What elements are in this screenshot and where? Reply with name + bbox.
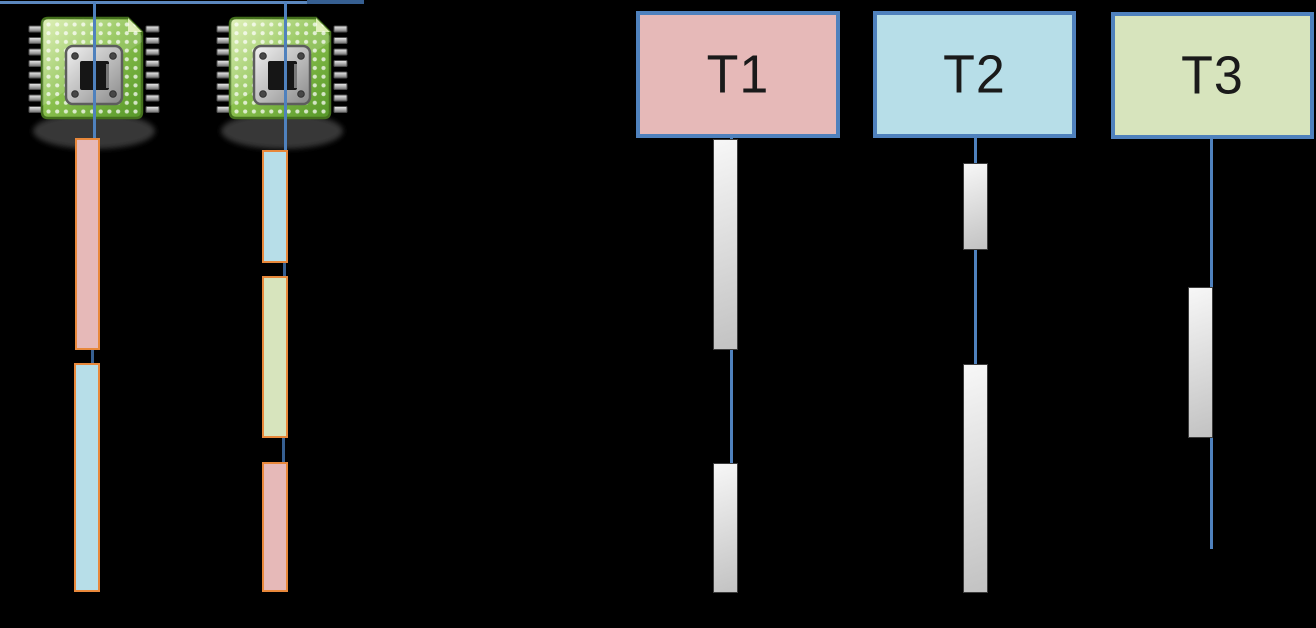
- cpu-1-segment-t2: [74, 363, 100, 592]
- thread-t3-exec-bar: [1188, 287, 1213, 438]
- cpu-bus-line-dark-segment: [307, 0, 364, 4]
- thread-box-t1: T1: [636, 11, 840, 138]
- thread-t2-exec-bar: [963, 163, 988, 250]
- thread-label-t2: T2: [943, 44, 1006, 105]
- cpu-2-segment-t2: [262, 150, 288, 263]
- thread-label-t1: T1: [706, 44, 770, 105]
- thread-t1-exec-bar: [713, 463, 738, 593]
- thread-box-t2: T2: [873, 11, 1076, 138]
- cpu-2-segment-t1: [262, 462, 288, 592]
- cpu-2-timeline-connector: [283, 263, 286, 276]
- cpu-1-timeline-connector: [91, 350, 94, 363]
- cpu-1-segment-t1: [75, 138, 100, 350]
- cpu-2-segment-t3: [262, 276, 288, 438]
- thread-label-t3: T3: [1181, 45, 1244, 106]
- thread-t2-timeline: [974, 138, 977, 364]
- cpu-bus-line: [0, 1, 364, 4]
- cpu-2-timeline-connector: [282, 438, 285, 462]
- cpu-1-timeline: [93, 2, 96, 138]
- thread-t1-exec-bar: [713, 139, 738, 350]
- thread-t2-exec-bar: [963, 364, 988, 593]
- cpu-2-timeline: [284, 2, 287, 150]
- thread-box-t3: T3: [1111, 12, 1314, 139]
- cpu-chip-icon: [216, 12, 348, 154]
